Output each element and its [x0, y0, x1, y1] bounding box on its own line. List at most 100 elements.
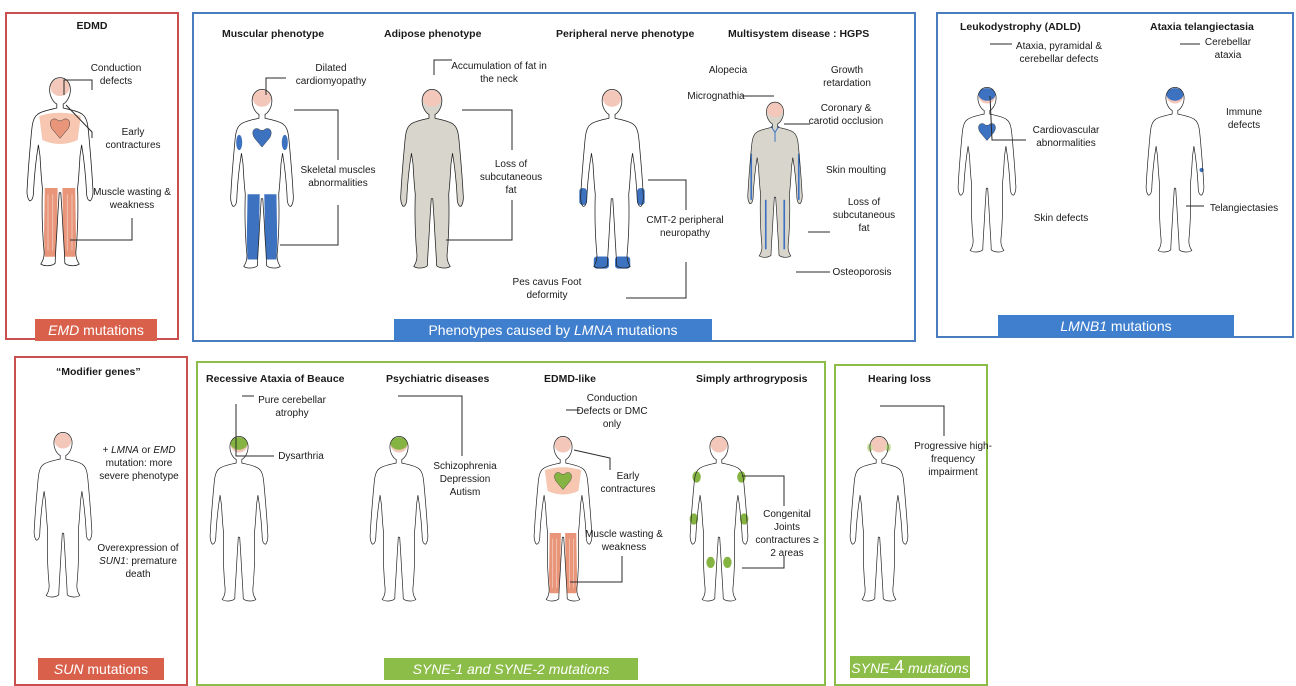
sun-mutations-tag: SUN mutations	[38, 658, 164, 680]
adld-title: Leukodystrophy (ADLD)	[960, 21, 1081, 33]
head-tint	[711, 437, 728, 452]
muscular-label-cardiomyopathy: Dilated cardiomyopathy	[286, 62, 376, 88]
sun-label1-rest: mutation: more severe phenotype	[99, 458, 179, 482]
left-leg-muscle-mark	[549, 533, 561, 593]
adld-label-cardiovascular: Cardiovascular abnormalities	[1024, 124, 1108, 150]
adipose-label-neck-fat: Accumulation of fat in the neck	[446, 60, 552, 86]
lmna-tag-prefix: Phenotypes caused by	[428, 322, 574, 338]
muscular-label-skeletal: Skeletal muscles abnormalities	[300, 164, 376, 190]
sun-label2-rest: : premature death	[125, 556, 176, 580]
body-outline	[958, 87, 1016, 252]
heart-mark	[253, 129, 271, 148]
head-tint	[423, 90, 441, 107]
body-outline	[534, 436, 592, 601]
hearing-label-impairment: Progressive high-frequency impairment	[912, 440, 994, 479]
syne12-mutations-tag: SYNE-1 and SYNE-2 mutations	[384, 658, 638, 680]
joint-contracture-mark	[692, 471, 700, 482]
edmd-like-title: EDMD-like	[544, 373, 596, 385]
body-outline	[850, 436, 908, 601]
head-tint	[603, 90, 621, 107]
syne4-tag-part2: mutations	[904, 660, 969, 676]
lmna-mutations-tag: Phenotypes caused by LMNA mutations	[394, 319, 712, 341]
left-leg-muscle-mark	[247, 194, 260, 259]
adld-label-skin-defects: Skin defects	[1024, 212, 1098, 225]
arthrogryposis-body-figure	[684, 386, 754, 652]
body-outline	[231, 89, 294, 268]
head-tint	[253, 90, 271, 107]
lmnb1-tag-rest: mutations	[1107, 318, 1172, 334]
beauce-body-figure	[204, 386, 274, 652]
joint-contracture-mark	[737, 471, 745, 482]
subcutaneous-fat-shading	[748, 102, 802, 257]
peripheral-nerve-phenotype-title: Peripheral nerve phenotype	[556, 28, 694, 40]
at-label-cerebellar: Cerebellar ataxia	[1198, 36, 1258, 62]
sun-label1-emd: EMD	[153, 445, 175, 456]
body-outline	[1146, 87, 1204, 252]
at-label-telangiectasies: Telangiectasies	[1204, 202, 1284, 215]
hgps-label-skin-moulting: Skin moulting	[816, 164, 896, 177]
peripheral-label-cmt2: CMT-2 peripheral neuropathy	[640, 214, 730, 240]
arthrogryposis-title: Simply arthrogryposis	[696, 373, 807, 385]
body-outline	[210, 436, 268, 601]
hgps-label-growth: Growth retardation	[812, 64, 882, 90]
hearing-body-figure	[844, 386, 914, 652]
syne4-mutations-tag: SYNE-4 mutations	[850, 656, 970, 678]
ataxia-beauce-title: Recessive Ataxia of Beauce	[206, 373, 345, 385]
psychiatric-label-conditions: Schizophrenia Depression Autism	[432, 460, 498, 499]
emd-label-early-contractures: Early contractures	[96, 126, 170, 152]
arthrogryposis-label-contractures: Congenital Joints contractures ≥ 2 areas	[752, 508, 822, 560]
left-leg-muscle-mark	[44, 188, 58, 257]
head-tint	[555, 437, 572, 452]
emd-label-conduction-defects: Conduction defects	[84, 62, 148, 88]
modifier-genes-title: “Modifier genes”	[56, 366, 141, 378]
adld-body-figure	[952, 36, 1022, 304]
joint-contracture-mark	[723, 557, 731, 568]
sun-label2-prefix: Overexpression of	[97, 543, 178, 554]
adipose-label-subcutaneous: Loss of subcutaneous fat	[478, 158, 544, 197]
lmnb1-gene-name: LMNB1	[1060, 318, 1107, 334]
sun-tag-rest: mutations	[83, 661, 148, 677]
body-outline	[370, 436, 428, 601]
sun-label1-prefix: +	[102, 445, 111, 456]
lmnb1-mutations-tag: LMNB1 mutations	[998, 315, 1234, 337]
emd-tag-rest: mutations	[79, 322, 144, 338]
edmd-like-label-contractures: Early contractures	[590, 470, 666, 496]
sun-label2-sun1: SUN1	[99, 556, 126, 567]
syne4-tag-part1: SYNE-	[851, 660, 894, 676]
psychiatric-body-figure	[364, 386, 434, 652]
beauce-label-cerebellar-atrophy: Pure cerebellar atrophy	[252, 394, 332, 420]
joint-contracture-mark	[706, 557, 714, 568]
sun-label1-mid: or	[139, 445, 153, 456]
hearing-loss-title: Hearing loss	[868, 373, 931, 385]
left-arm-muscle-mark	[236, 135, 242, 150]
body-outline	[34, 432, 92, 597]
hgps-title: Multisystem disease : HGPS	[728, 28, 869, 40]
head-tint	[871, 437, 888, 452]
sun-label-modifier: + LMNA or EMD mutation: more severe phen…	[92, 444, 186, 483]
at-label-immune: Immune defects	[1216, 106, 1272, 132]
sun-label-overexpression: Overexpression of SUN1: premature death	[94, 542, 182, 581]
right-leg-muscle-mark	[264, 194, 277, 259]
right-arm-muscle-mark	[282, 135, 288, 150]
head-tint	[50, 78, 69, 96]
hgps-label-alopecia: Alopecia	[696, 64, 760, 77]
psychiatric-diseases-title: Psychiatric diseases	[386, 373, 489, 385]
body-outline	[27, 78, 93, 266]
edmd-like-label-muscle: Muscle wasting & weakness	[584, 528, 664, 554]
hgps-label-micrognathia: Micrognathia	[680, 90, 752, 103]
hgps-label-coronary: Coronary & carotid occlusion	[806, 102, 886, 128]
head-tint	[767, 103, 783, 118]
hgps-label-subcutaneous: Loss of subcutaneous fat	[826, 196, 902, 235]
heart-mark	[979, 124, 996, 141]
sun-body-figure	[28, 382, 98, 648]
emd-label-muscle-wasting: Muscle wasting & weakness	[92, 186, 172, 212]
muscular-phenotype-title: Muscular phenotype	[222, 28, 324, 40]
lmna-tag-rest: mutations	[613, 322, 678, 338]
peripheral-label-pes-cavus: Pes cavus Foot deformity	[510, 276, 584, 302]
hgps-label-osteoporosis: Osteoporosis	[824, 266, 900, 279]
body-outline	[581, 89, 644, 268]
adipose-phenotype-title: Adipose phenotype	[384, 28, 481, 40]
emd-gene-name: EMD	[48, 322, 79, 338]
edmd-like-label-conduction: Conduction Defects or DMC only	[574, 392, 650, 431]
beauce-label-dysarthria: Dysarthria	[270, 450, 332, 463]
